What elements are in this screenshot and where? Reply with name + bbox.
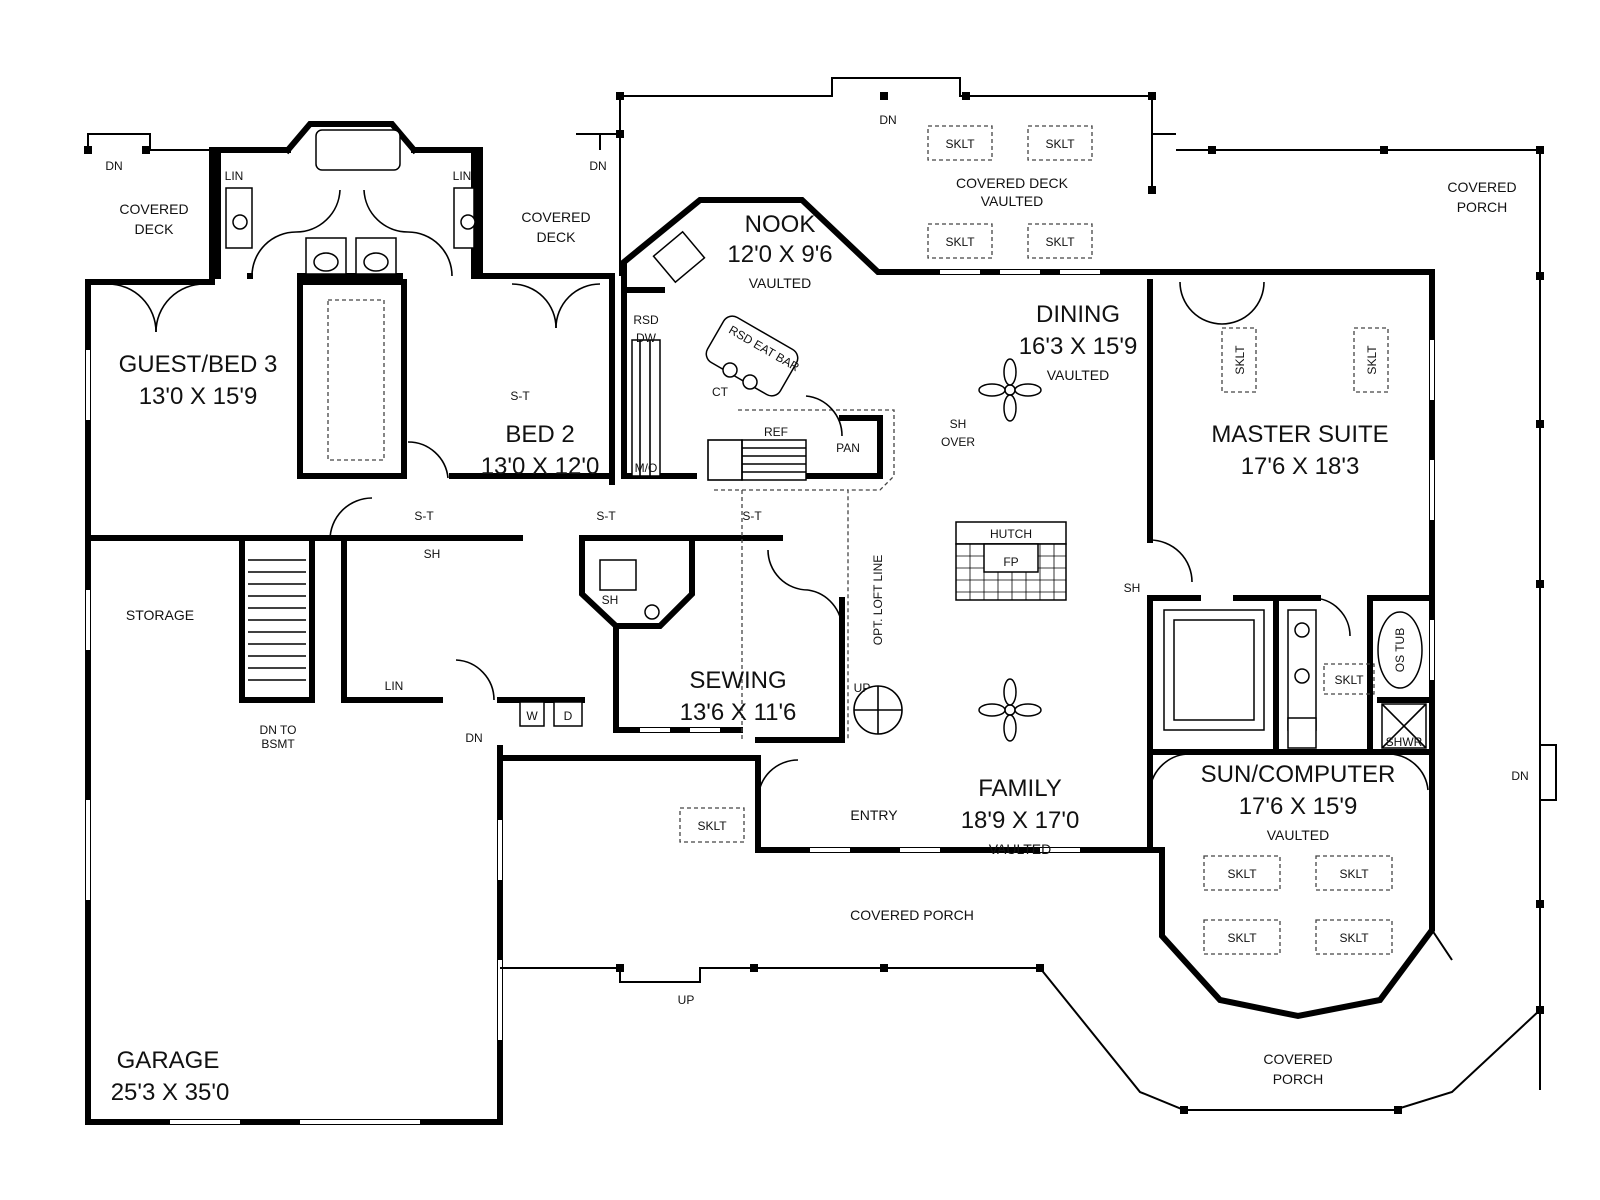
opt-loft-line-label: OPT. LOFT LINE [871,555,885,645]
up-spiral: UP [854,681,871,695]
entry-label: ENTRY [850,807,898,823]
os-tub-label: OS TUB [1393,628,1407,672]
dn-right-porch: DN [1511,769,1528,783]
sewing-dims: 13'6 X 11'6 [680,699,797,726]
covered-deck-left-2: DECK [135,221,175,237]
ref-label: REF [764,425,788,439]
dining-note: VAULTED [1047,367,1110,383]
covered-porch-bottom-2: PORCH [1273,1071,1324,1087]
guest-bed3-name: GUEST/BED 3 [119,351,278,378]
shwr-label: SHWR [1386,735,1423,749]
rsd-label: RSD [633,313,659,327]
fixtures [225,129,1427,749]
family-name: FAMILY [978,775,1062,802]
master-name: MASTER SUITE [1211,421,1388,448]
sklt-label: SKLT [1233,345,1247,375]
mo-label: M/O [635,461,658,475]
sh-over-label-1: SH [950,417,967,431]
nook-name: NOOK [745,211,816,238]
family-note: VAULTED [989,841,1052,857]
sklt-label: SKLT [1334,673,1364,687]
family-dims: 18'9 X 17'0 [961,807,1080,834]
dn-to-bsmt-1: DN TO [260,723,297,737]
master-dims: 17'6 X 18'3 [1241,453,1360,480]
st-label: S-T [742,509,762,523]
covered-porch-front: COVERED PORCH [850,907,974,923]
sewing-name: SEWING [689,667,786,694]
exterior-walls [85,121,1435,1125]
garage-dims: 25'3 X 35'0 [111,1079,230,1106]
covered-deck-mid-1: COVERED [521,209,590,225]
covered-deck-mid-2: DECK [537,229,577,245]
sklt-label: SKLT [697,819,727,833]
sklt-label: SKLT [1045,235,1075,249]
interior-walls [85,273,1435,853]
sh-label: SH [602,593,619,607]
st-label: S-T [510,389,530,403]
sh-label: SH [1124,581,1141,595]
sh-label: SH [424,547,441,561]
sklt-label: SKLT [1339,931,1369,945]
dn-left-deck: DN [105,159,122,173]
nook-note: VAULTED [749,275,812,291]
covered-porch-bottom-1: COVERED [1263,1051,1332,1067]
bed2-dims: 13'0 X 12'0 [481,453,600,480]
lin-label: LIN [453,169,472,183]
dryer-label: D [564,709,573,723]
covered-porch-right-1: COVERED [1447,179,1516,195]
sklt-label: SKLT [1227,931,1257,945]
st-label: S-T [596,509,616,523]
dn-garage-step: DN [465,731,482,745]
dn-mid-deck: DN [589,159,606,173]
covered-deck-left-1: COVERED [119,201,188,217]
up-front-porch: UP [678,993,695,1007]
sun-dims: 17'6 X 15'9 [1239,793,1358,820]
sklt-label: SKLT [945,137,975,151]
hutch-label: HUTCH [990,527,1032,541]
lin-label: LIN [225,169,244,183]
sh-over-label-2: OVER [941,435,975,449]
dn-rear-deck: DN [879,113,896,127]
dining-dims: 16'3 X 15'9 [1019,333,1138,360]
washer-label: W [526,709,538,723]
door-swings [107,189,1429,801]
dining-name: DINING [1036,301,1120,328]
nook-dims: 12'0 X 9'6 [727,241,832,268]
lin-label: LIN [385,679,404,693]
covered-porch-right-2: PORCH [1457,199,1508,215]
ct-label: CT [712,385,729,399]
fp-label: FP [1003,555,1018,569]
dashed-lines [327,299,895,740]
sklt-label: SKLT [1227,867,1257,881]
bed2-name: BED 2 [505,421,574,448]
sklt-label: SKLT [1365,345,1379,375]
dw-label: DW [636,331,657,345]
labels: GUEST/BED 3 13'0 X 15'9 BED 2 13'0 X 12'… [105,113,1528,1106]
garage-name: GARAGE [117,1047,220,1074]
dn-to-bsmt-2: BSMT [261,737,295,751]
sun-note: VAULTED [1267,827,1330,843]
ceiling-fan-dining [978,358,1042,422]
st-label: S-T [414,509,434,523]
sklt-label: SKLT [1339,867,1369,881]
porch-posts [84,92,1544,1114]
covered-deck-rear: COVERED DECK [956,175,1069,191]
sun-name: SUN/COMPUTER [1201,761,1396,788]
ceiling-fan-family [978,678,1042,742]
covered-deck-rear-note: VAULTED [981,193,1044,209]
sklt-label: SKLT [1045,137,1075,151]
skylights [679,125,1393,955]
sklt-label: SKLT [945,235,975,249]
storage-label: STORAGE [126,607,194,623]
windows [86,270,1434,1124]
basement-stair-treads [248,559,306,681]
pan-label: PAN [836,441,860,455]
guest-bed3-dims: 13'0 X 15'9 [139,383,258,410]
